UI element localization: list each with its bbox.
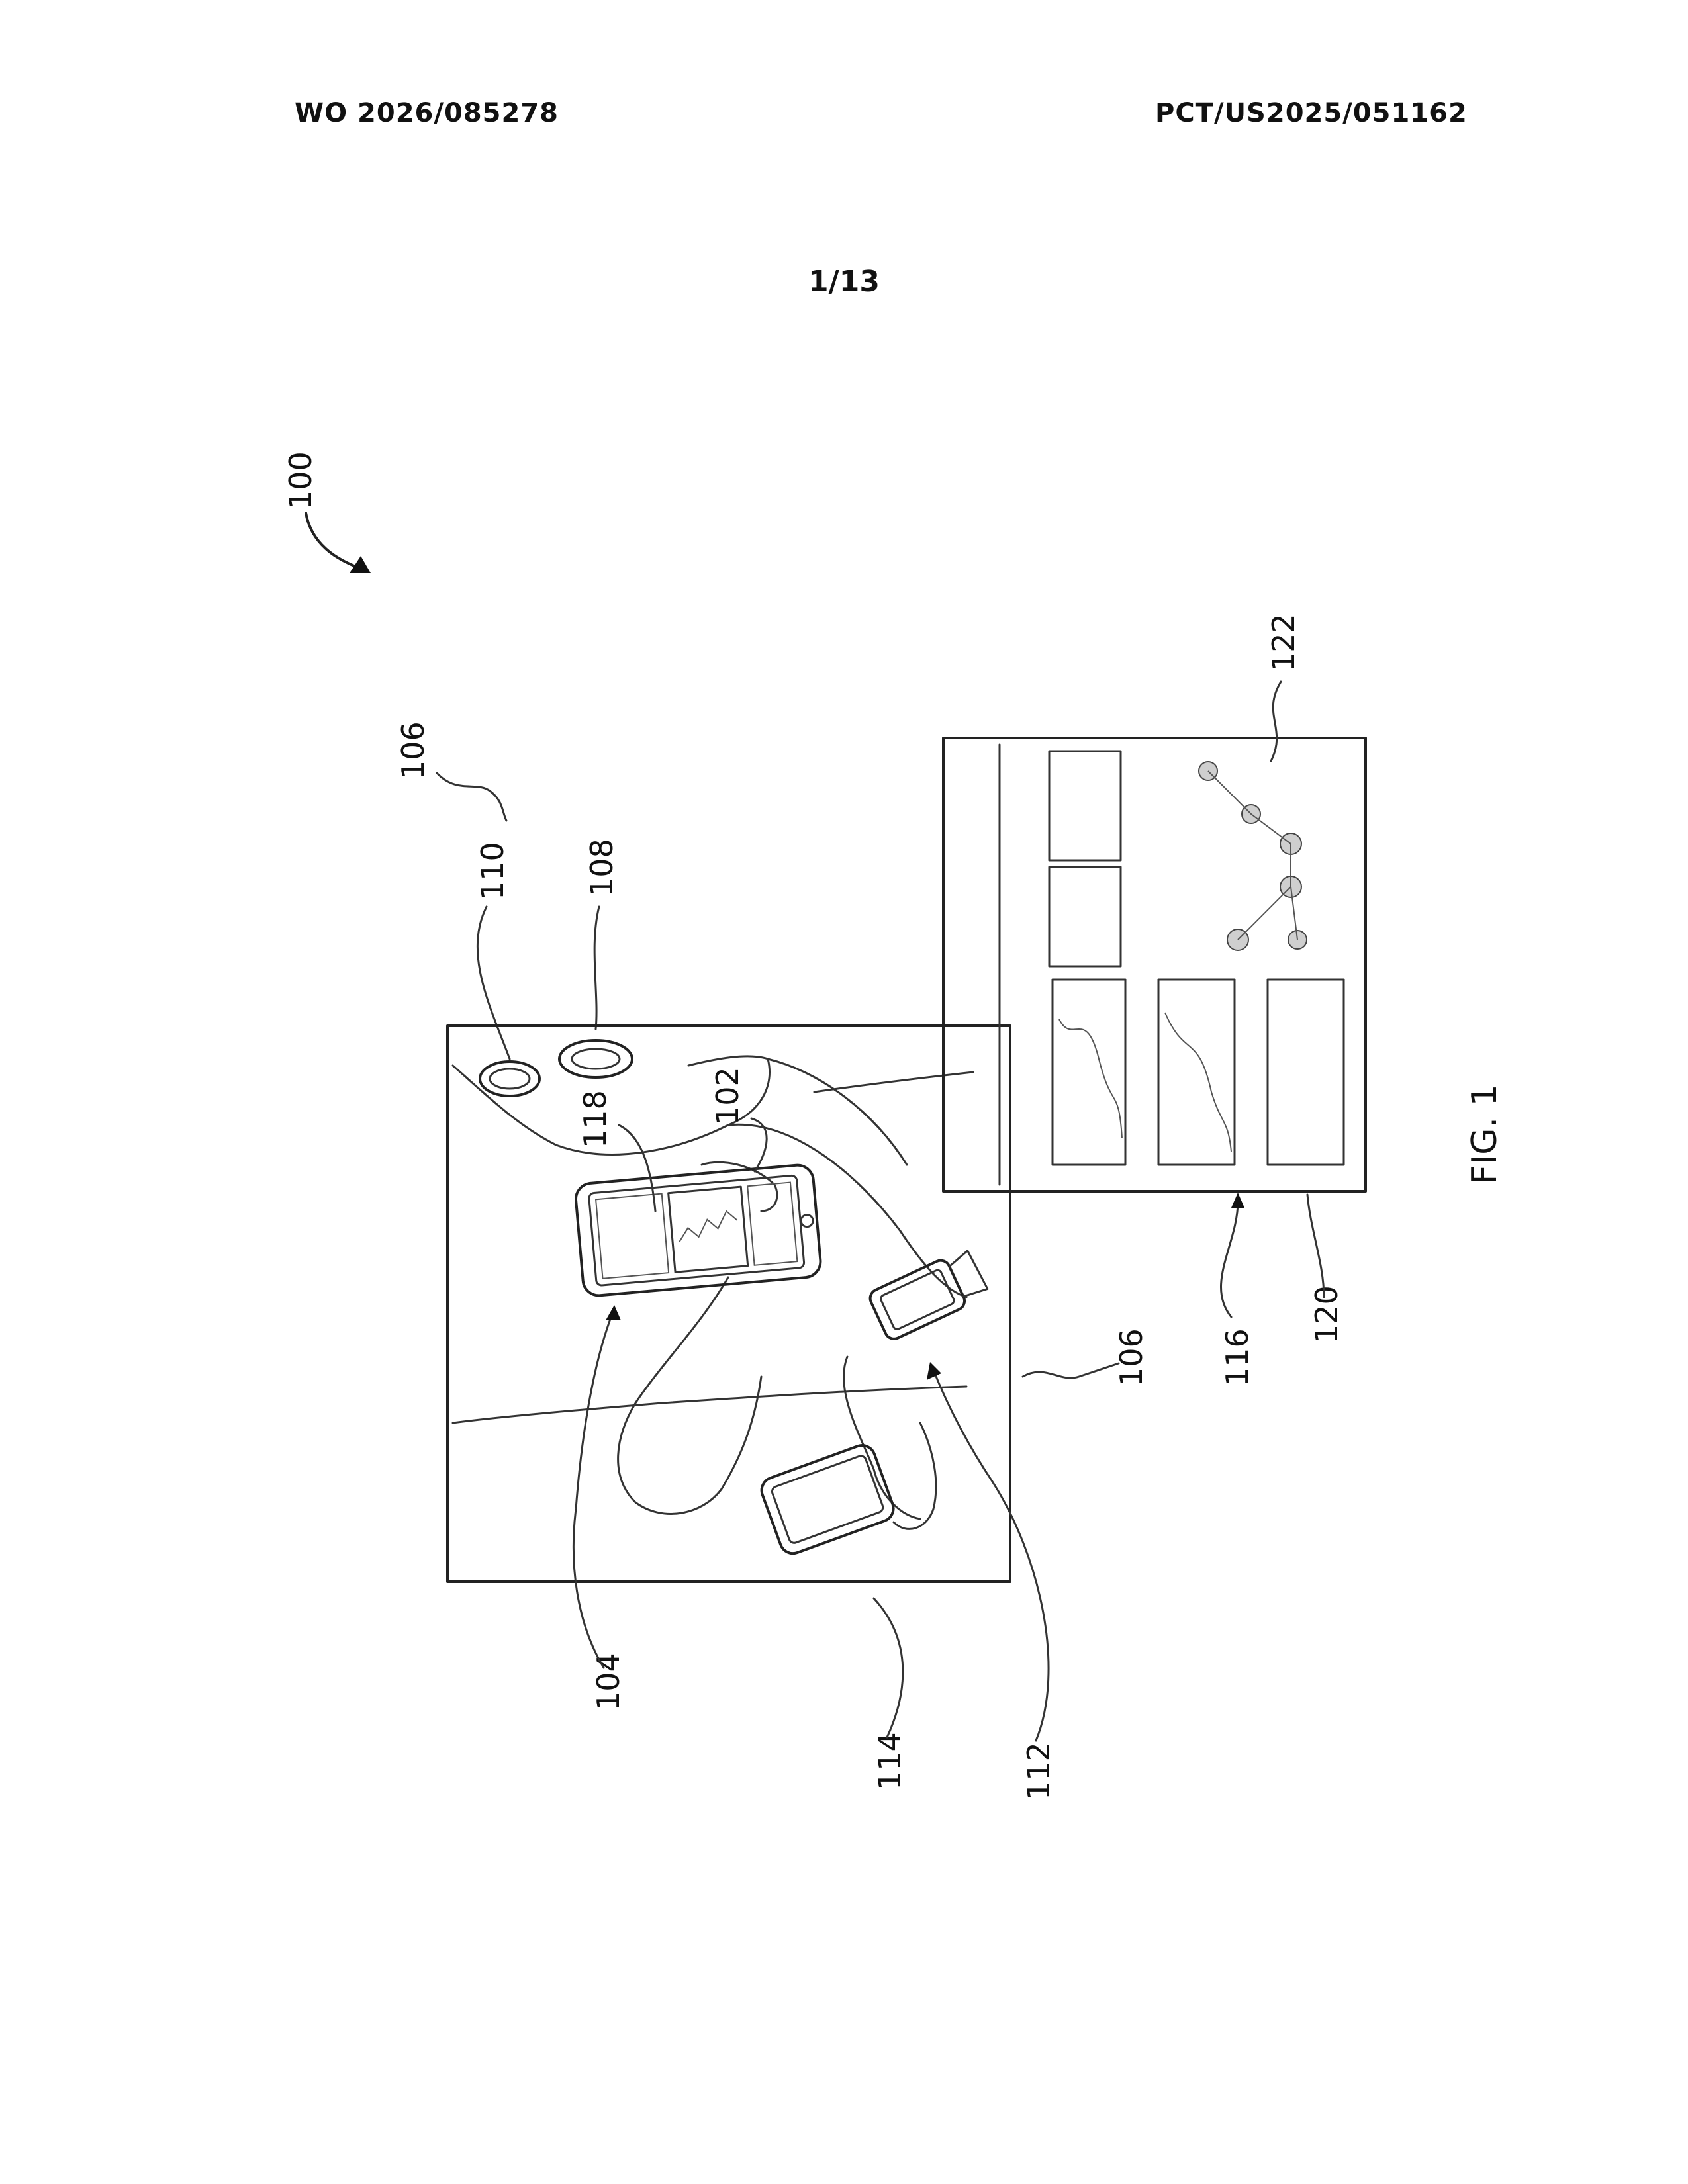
- leader-122: [1271, 682, 1281, 761]
- label-106-right: 106: [1113, 1328, 1149, 1387]
- label-114: 114: [872, 1732, 908, 1790]
- forearm-2: [844, 1357, 920, 1519]
- arrowhead-104: [606, 1305, 621, 1320]
- label-122: 122: [1266, 614, 1301, 672]
- label-108: 108: [584, 839, 620, 897]
- handheld-device: [758, 1441, 897, 1557]
- label-102: 102: [710, 1067, 745, 1125]
- figure-caption: FIG. 1: [1465, 1084, 1505, 1185]
- dashboard-chart-2: [1158, 979, 1235, 1165]
- squiggle-106-top: [437, 773, 506, 821]
- arrowhead-112: [927, 1362, 941, 1380]
- label-116: 116: [1219, 1328, 1255, 1387]
- arrow-100: [306, 513, 363, 569]
- label-100: 100: [283, 451, 318, 510]
- forearm-top: [768, 1059, 907, 1165]
- leader-118: [619, 1125, 655, 1211]
- sensor-108-inner: [572, 1049, 620, 1069]
- label-106-top: 106: [395, 721, 431, 780]
- monitor: [943, 738, 1366, 1191]
- torso-line: [814, 1072, 973, 1092]
- hand-2: [894, 1423, 936, 1529]
- dashboard-chart-3: [1268, 979, 1344, 1165]
- label-104: 104: [590, 1653, 626, 1711]
- dashboard-panel-2: [1049, 867, 1121, 966]
- dashboard-panel-1: [1049, 751, 1121, 860]
- lap-line: [453, 1387, 966, 1423]
- leader-112: [933, 1370, 1049, 1741]
- leader-110: [477, 907, 510, 1059]
- label-120: 120: [1309, 1285, 1344, 1343]
- dashboard-chart-1: [1053, 979, 1125, 1165]
- leader-120: [1307, 1195, 1324, 1297]
- wearable-device: [867, 1247, 990, 1342]
- dashboard-chart-1-line: [1059, 1019, 1122, 1138]
- label-118: 118: [577, 1090, 613, 1148]
- arrowhead-116: [1231, 1193, 1244, 1208]
- leader-104: [573, 1314, 612, 1668]
- leader-114: [874, 1598, 903, 1737]
- squiggle-106-right: [1023, 1363, 1119, 1378]
- dashboard-chart-2-line: [1165, 1013, 1231, 1152]
- leader-116: [1221, 1201, 1238, 1317]
- label-112: 112: [1021, 1742, 1056, 1800]
- mobile-device: [575, 1164, 821, 1297]
- label-110: 110: [475, 842, 510, 900]
- leader-108: [594, 907, 599, 1029]
- dashboard-node-links: [1208, 771, 1297, 940]
- holding-arm: [618, 1277, 761, 1514]
- sensor-108: [559, 1040, 632, 1077]
- sensor-110-inner: [490, 1069, 530, 1089]
